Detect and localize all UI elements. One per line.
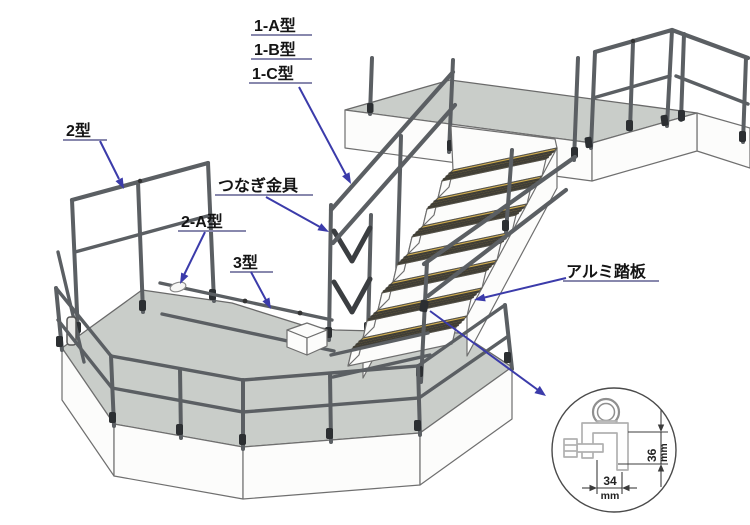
label-type-2: 2型 [66,122,91,140]
clamp-bolt-head [563,438,578,458]
rail-clamp [504,352,511,363]
clamp-bolt-shaft [576,443,604,453]
connector-v-fitting [331,225,373,264]
dim-height-unit: mm [658,443,670,462]
rail-clamp [367,103,374,113]
annotation-arrow-type-2 [99,140,120,180]
rail-clamp [56,336,63,347]
rail-clamp [109,412,116,423]
label-type-2a: 2-A型 [181,213,223,231]
label-type-1b: 1-B型 [254,41,296,59]
annotation-arrow-tread [483,277,567,299]
label-aluminum-tread: アルミ踏板 [566,262,647,281]
upper-guardrails [584,27,750,150]
dim-height-value: 36 [645,448,659,462]
detail-view: 36 mm 34 mm [429,310,677,513]
connector-v-fitting [331,276,373,315]
rail-clamp [584,136,593,149]
tsunagi-connectors [325,203,373,342]
dim-width-value: 34 [603,474,617,488]
corner-toe-box [286,322,328,356]
rail-clamp [626,120,633,131]
annotation-arrow-type-3 [250,271,267,301]
detail-circle [551,387,677,513]
corner-fitting-2a [169,281,187,293]
label-type-1c: 1-C型 [252,65,294,83]
annotation-arrow-type-1 [298,86,347,176]
rail-clamp [414,420,421,431]
annotations: 1-A型 1-B型 1-C型 2型 つなぎ金具 2-A型 3型 アルミ踏板 [63,17,659,309]
rail-clamp [660,114,669,127]
left-stair-handrail [328,69,458,280]
lower-fascia-right [419,366,513,486]
annotation-arrow-type-2a [183,231,206,276]
rail-clamp [502,220,509,231]
rail-clamp [678,110,685,121]
rail-clamp [239,434,246,445]
rail-clamp [326,428,333,439]
rail-clamp [139,300,146,311]
annotation-arrow-detail [429,310,539,391]
rail-clamp [571,147,578,158]
dim-width-unit: mm [601,490,620,502]
label-type-3: 3型 [233,254,258,272]
annotation-arrow-connector [265,196,321,228]
rail-clamp [739,131,746,142]
label-type-1a: 1-A型 [254,17,296,35]
label-connector-fitting: つなぎ金具 [218,176,298,195]
rail-clamp [176,424,183,435]
perimeter-guardrails [54,286,514,451]
deck-edge-rails [329,331,432,379]
rail-clamp [419,299,429,313]
lower-platform [61,289,513,500]
